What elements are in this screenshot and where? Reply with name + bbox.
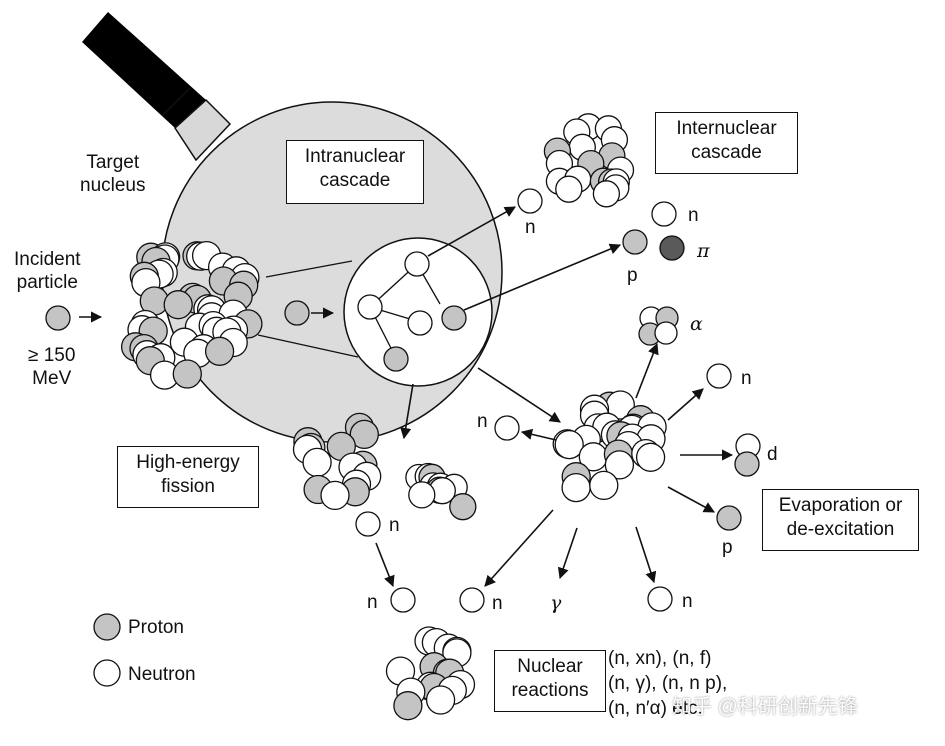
proton-emission-arrow — [463, 243, 622, 311]
legend-proton-label: Proton — [128, 617, 184, 638]
particle-label-n: n — [688, 205, 699, 226]
proton-ball — [449, 493, 477, 521]
particle-label-n: n — [525, 217, 536, 238]
cascade-to-residual-arrow — [477, 367, 561, 423]
neutron-evaporation-arrow — [667, 388, 704, 421]
neutron-ball — [390, 587, 416, 613]
neutron-ball — [651, 201, 677, 227]
beam-pipe-icon — [82, 12, 232, 162]
proton-ball — [441, 305, 467, 331]
neutron-ball — [407, 310, 433, 336]
reactions-list: (n, xn), (n, f) (n, γ), (n, n p), (n, n′… — [608, 648, 728, 719]
cascade-to-fission-arrow — [400, 383, 414, 440]
proton-ball — [163, 290, 193, 320]
particle-label-p: p — [722, 537, 733, 558]
incident-particle-label: Incident particle — [14, 249, 81, 293]
neutron-ball — [554, 429, 584, 460]
reaction-neutron-arrow — [484, 509, 554, 587]
watermark: 知乎 @科研创新先锋 — [672, 696, 858, 718]
fission-neutron-arrow — [375, 542, 395, 588]
alpha-emission-arrow — [635, 342, 659, 399]
proton-ball — [393, 691, 423, 721]
neutron-ball — [408, 481, 436, 509]
particle-label-d: d — [767, 444, 778, 465]
nuclear-reactions-box: Nuclear reactions — [494, 650, 606, 712]
neutron-ball — [302, 447, 332, 478]
particle-label-p: p — [627, 265, 638, 286]
particle-label-pi: π — [697, 240, 710, 262]
neutron-ball — [555, 175, 583, 203]
neutron-ball — [561, 472, 591, 503]
legend-neutron-icon — [93, 659, 121, 687]
neutron-back-arrow — [520, 428, 557, 441]
neutron-ball — [357, 294, 383, 320]
neutron-ball — [592, 180, 621, 208]
proton-ball — [734, 451, 760, 477]
particle-label-alpha: α — [690, 313, 703, 335]
particle-label-gamma: γ — [550, 592, 562, 614]
neutron-ball — [320, 480, 350, 511]
neutron-ball — [647, 586, 673, 612]
neutron-ball — [604, 450, 635, 480]
particle-label-n: n — [682, 591, 693, 612]
intranuclear-cascade-box: Intranuclear cascade — [286, 140, 424, 204]
proton-ball — [716, 505, 742, 531]
proton-ball — [204, 336, 235, 366]
energy-label: ≥ 150 MeV — [28, 345, 76, 389]
legend-neutron-label: Neutron — [128, 664, 196, 685]
particle-label-n: n — [741, 368, 752, 389]
proton-evaporation-arrow — [667, 486, 715, 513]
incoming-proton — [284, 300, 310, 326]
legend-proton-icon — [93, 613, 121, 641]
neutron-ball — [706, 363, 732, 389]
alpha-cluster — [638, 306, 679, 346]
neutron-down-arrow — [635, 526, 657, 584]
neutron-ball — [355, 511, 381, 537]
neutron-emission-arrow — [427, 206, 516, 257]
proton-ball — [622, 229, 648, 255]
fission-fragment-cluster-1 — [292, 412, 382, 511]
pion-ball — [659, 235, 685, 261]
deuteron — [734, 433, 761, 477]
neutron-ball — [589, 470, 619, 501]
neutron-ball — [459, 587, 485, 613]
particle-label-n: n — [477, 411, 488, 432]
gamma-emission-arrow — [557, 527, 578, 580]
neutron-ball — [654, 321, 678, 345]
particle-label-n: n — [492, 593, 503, 614]
neutron-ball — [517, 188, 543, 214]
particle-label-n: n — [389, 515, 400, 536]
zoom-line-bottom — [257, 334, 359, 358]
zoom-line-top — [265, 260, 353, 278]
neutron-ball — [404, 251, 430, 277]
fission-fragment-cluster-2 — [405, 462, 477, 521]
proton-ball — [349, 419, 379, 450]
internuclear-cascade-box: Internuclear cascade — [655, 112, 798, 174]
high-energy-fission-box: High-energy fission — [117, 446, 259, 508]
residual-nucleus-cluster — [552, 390, 667, 503]
intranuclear-tree — [357, 251, 467, 372]
neutron-ball — [494, 415, 520, 441]
proton-ball — [172, 359, 202, 389]
target-nucleus-cluster — [120, 240, 263, 390]
target-nucleus-label: Target nucleus — [80, 152, 146, 196]
internuclear-cluster — [543, 113, 635, 208]
proton-ball — [383, 346, 409, 372]
evaporation-box: Evaporation or de-excitation — [762, 489, 919, 551]
incident-particle — [45, 305, 71, 331]
particle-label-n: n — [367, 592, 378, 613]
nuclear-reaction-cluster — [385, 626, 476, 721]
neutron-ball — [635, 442, 666, 472]
neutron-ball — [425, 685, 456, 715]
